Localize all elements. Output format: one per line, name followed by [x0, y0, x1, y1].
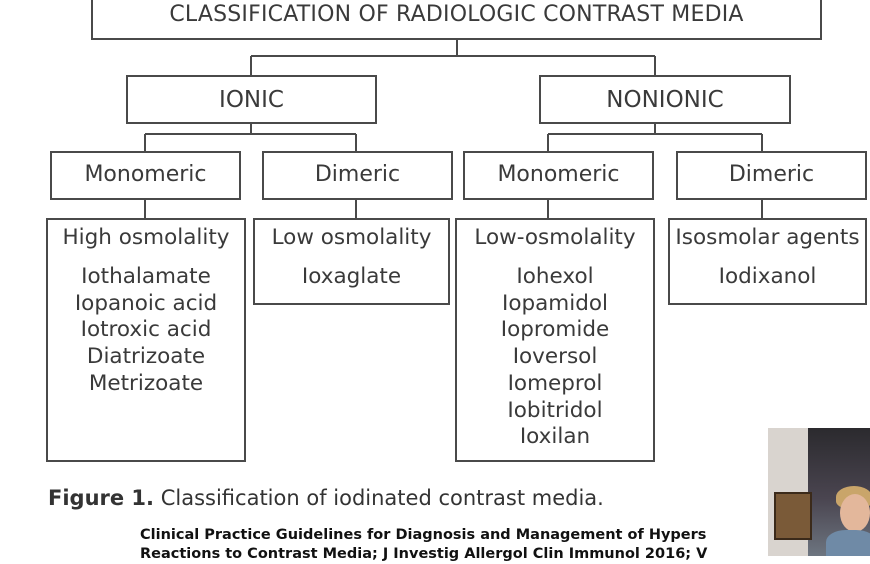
agent-item: Ioversol	[512, 344, 598, 370]
ionic-label: IONIC	[219, 87, 284, 113]
nonionic-low-osmolality-heading: Low-osmolality	[474, 225, 636, 250]
high-osmolality-heading: High osmolality	[62, 225, 230, 250]
ionic-dimeric-label: Dimeric	[314, 162, 401, 187]
agent-item: Metrizoate	[88, 370, 204, 396]
isosmolar-agent-list: Iodixanol	[670, 264, 865, 291]
webcam-person-face	[840, 494, 870, 532]
agent-item: Iopamidol	[501, 290, 608, 316]
agent-item: Iohexol	[516, 264, 594, 289]
figure-caption-text: Classification of iodinated contrast med…	[160, 486, 604, 510]
title-box: CLASSIFICATION OF RADIOLOGIC CONTRAST ME…	[91, 0, 822, 40]
figure-caption: Figure 1. Classification of iodinated co…	[48, 486, 604, 510]
ionic-monomeric-label: Monomeric	[84, 162, 207, 187]
agent-item: Iopromide	[500, 317, 610, 343]
high-osmolality-agent-list: Iothalamate Iopanoic acid Iotroxic acid …	[48, 264, 244, 398]
isosmolar-box: Isosmolar agents Iodixanol	[668, 218, 867, 305]
agent-item: Iobitridol	[507, 397, 603, 423]
isosmolar-heading: Isosmolar agents	[675, 225, 860, 250]
agent-item: Ioxaglate	[301, 264, 402, 289]
agent-item: Iopanoic acid	[74, 290, 218, 316]
nonionic-low-osmolality-box: Low-osmolality Iohexol Iopamidol Iopromi…	[455, 218, 655, 462]
agent-item: Ioxilan	[519, 424, 591, 450]
citation-line-2: Reactions to Contrast Media; J Investig …	[140, 546, 708, 562]
nonionic-monomeric-box: Monomeric	[463, 151, 654, 200]
diagram-title: CLASSIFICATION OF RADIOLOGIC CONTRAST ME…	[169, 2, 744, 27]
agent-item: Iodixanol	[718, 264, 817, 289]
agent-item: Iotroxic acid	[80, 317, 212, 343]
nonionic-dimeric-box: Dimeric	[676, 151, 867, 200]
agent-item: Diatrizoate	[86, 344, 206, 370]
agent-item: Iomeprol	[507, 370, 603, 396]
citation-line-1: Clinical Practice Guidelines for Diagnos…	[140, 527, 707, 543]
webcam-picture-frame	[774, 492, 812, 540]
nonionic-box: NONIONIC	[539, 75, 791, 124]
webcam-person-body	[826, 530, 870, 556]
webcam-video-thumbnail	[768, 428, 870, 556]
low-osmolality-box: Low osmolality Ioxaglate	[253, 218, 450, 305]
high-osmolality-box: High osmolality Iothalamate Iopanoic aci…	[46, 218, 246, 462]
nonionic-dimeric-label: Dimeric	[728, 162, 815, 187]
nonionic-monomeric-label: Monomeric	[497, 162, 620, 187]
ionic-dimeric-box: Dimeric	[262, 151, 453, 200]
nonionic-low-osmolality-agent-list: Iohexol Iopamidol Iopromide Ioversol Iom…	[457, 264, 653, 451]
low-osmolality-agent-list: Ioxaglate	[255, 264, 448, 291]
ionic-monomeric-box: Monomeric	[50, 151, 241, 200]
figure-number: Figure 1.	[48, 486, 155, 510]
low-osmolality-heading: Low osmolality	[271, 225, 432, 250]
citation: Clinical Practice Guidelines for Diagnos…	[140, 526, 707, 564]
nonionic-label: NONIONIC	[606, 87, 724, 113]
ionic-box: IONIC	[126, 75, 377, 124]
agent-item: Iothalamate	[81, 264, 211, 289]
